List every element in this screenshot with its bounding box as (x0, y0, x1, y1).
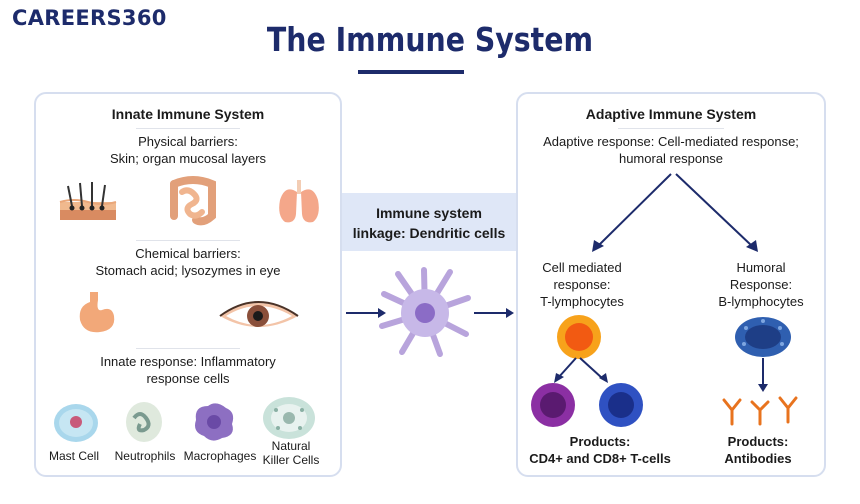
careers360-logo: CAREERS360 (12, 6, 167, 30)
divider (136, 348, 240, 349)
lungs-icon (279, 180, 319, 223)
b-lymphocyte-icon (735, 317, 791, 357)
branch-arrows-icon (592, 173, 758, 252)
arrow-down-icon (758, 358, 768, 392)
arrow-right-icon (346, 308, 386, 318)
linkage-line2: linkage: Dendritic cells (352, 225, 506, 241)
title-underline (358, 70, 464, 74)
neutrophils-icon (126, 402, 162, 442)
innate-response-line2: response cells (146, 371, 230, 386)
humoral-line2: Response: (729, 277, 793, 292)
linkage-line1: Immune system (376, 205, 482, 221)
dendritic-cell-icon (379, 267, 471, 357)
adaptive-response-line2: humoral response (618, 151, 724, 166)
products-b-desc: Antibodies (724, 451, 792, 466)
innate-heading: Innate Immune System (111, 106, 265, 122)
chemical-barriers-desc: Stomach acid; lysozymes in eye (95, 263, 281, 278)
macrophages-icon (195, 403, 234, 441)
arrow-right-icon (474, 308, 514, 318)
divider (136, 240, 240, 241)
cd8-t-cell-icon (599, 383, 643, 427)
products-t-desc: CD4+ and CD8+ T-cells (529, 451, 671, 466)
humoral-line3: B-lymphocytes (718, 294, 804, 309)
chemical-barriers-title: Chemical barriers: (135, 246, 241, 261)
page-title: The Immune System (266, 20, 594, 59)
antibodies-icon (722, 396, 798, 426)
skin-icon (59, 182, 117, 220)
divider (618, 128, 724, 129)
stomach-icon (79, 292, 115, 333)
physical-barriers-desc: Skin; organ mucosal layers (109, 151, 267, 166)
adaptive-response-line1: Adaptive response: Cell-mediated respons… (543, 134, 799, 149)
t-lymphocyte-icon (557, 315, 601, 359)
natural-killer-label-line1: Natural (271, 439, 311, 453)
cd4-t-cell-icon (531, 383, 575, 427)
intestine-icon (170, 176, 216, 226)
physical-barriers-title: Physical barriers: (138, 134, 238, 149)
linkage-box (342, 193, 516, 251)
mast-cell-icon (54, 404, 98, 442)
neutrophils-label: Neutrophils (114, 449, 176, 463)
eye-icon (219, 301, 299, 327)
natural-killer-label-line2: Killer Cells (262, 453, 320, 467)
mast-cell-label: Mast Cell (48, 449, 99, 463)
cell-mediated-line2: response: (553, 277, 611, 292)
natural-killer-cell-icon (263, 397, 315, 439)
t-split-arrows-icon (554, 357, 608, 383)
innate-response-line1: Innate response: Inflammatory (100, 354, 276, 369)
cell-mediated-line3: T-lymphocytes (540, 294, 624, 309)
products-t-title: Products: (569, 434, 631, 449)
products-b-title: Products: (727, 434, 789, 449)
divider (136, 128, 240, 129)
cell-mediated-line1: Cell mediated (542, 260, 622, 275)
humoral-line1: Humoral (736, 260, 786, 275)
macrophages-label: Macrophages (183, 449, 257, 463)
adaptive-heading: Adaptive Immune System (585, 106, 757, 122)
